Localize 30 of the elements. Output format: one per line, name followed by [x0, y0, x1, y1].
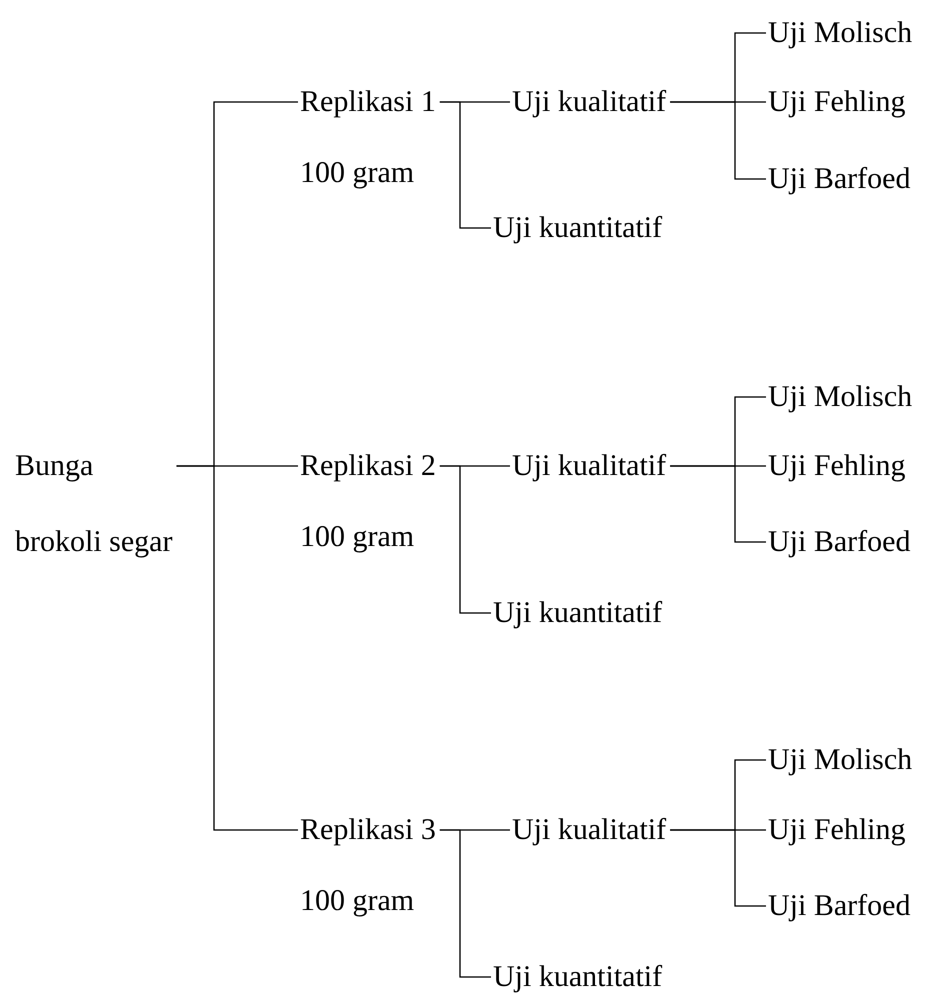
- connector-line: [176, 465, 298, 831]
- node-text: Uji kualitatif: [512, 813, 666, 847]
- node-text: Replikasi 1: [300, 85, 436, 119]
- node-text: Uji Molisch: [768, 743, 912, 777]
- node-text: Uji Barfoed: [768, 889, 910, 923]
- node-text: 100 gram: [300, 520, 416, 554]
- connector-line: [670, 101, 766, 180]
- node-text: Replikasi 2: [300, 449, 436, 483]
- connector-line: [440, 101, 491, 229]
- node-text: 100 gram: [300, 884, 416, 918]
- connector-line: [670, 465, 766, 543]
- connector-line: [440, 829, 491, 978]
- node-text: Uji Barfoed: [768, 525, 910, 559]
- node-text: brokoli segar: [15, 525, 172, 559]
- node-text: Bunga: [15, 449, 94, 483]
- node-text: Uji kualitatif: [512, 449, 666, 483]
- node-text: Uji kualitatif: [512, 85, 666, 119]
- node-text: Uji Fehling: [768, 813, 906, 847]
- node-text: Uji kuantitatif: [493, 960, 662, 994]
- node-text: Uji Molisch: [768, 380, 912, 414]
- node-text: Uji Barfoed: [768, 162, 910, 196]
- node-text: Uji Fehling: [768, 85, 906, 119]
- node-text: Uji kuantitatif: [493, 596, 662, 630]
- node-text: Uji Molisch: [768, 16, 912, 50]
- node-text: Replikasi 3: [300, 813, 436, 847]
- node-text: Uji Fehling: [768, 449, 906, 483]
- node-text: 100 gram: [300, 156, 416, 190]
- connector-line: [440, 465, 491, 614]
- connector-line: [670, 829, 766, 907]
- node-text: Uji kuantitatif: [493, 211, 662, 245]
